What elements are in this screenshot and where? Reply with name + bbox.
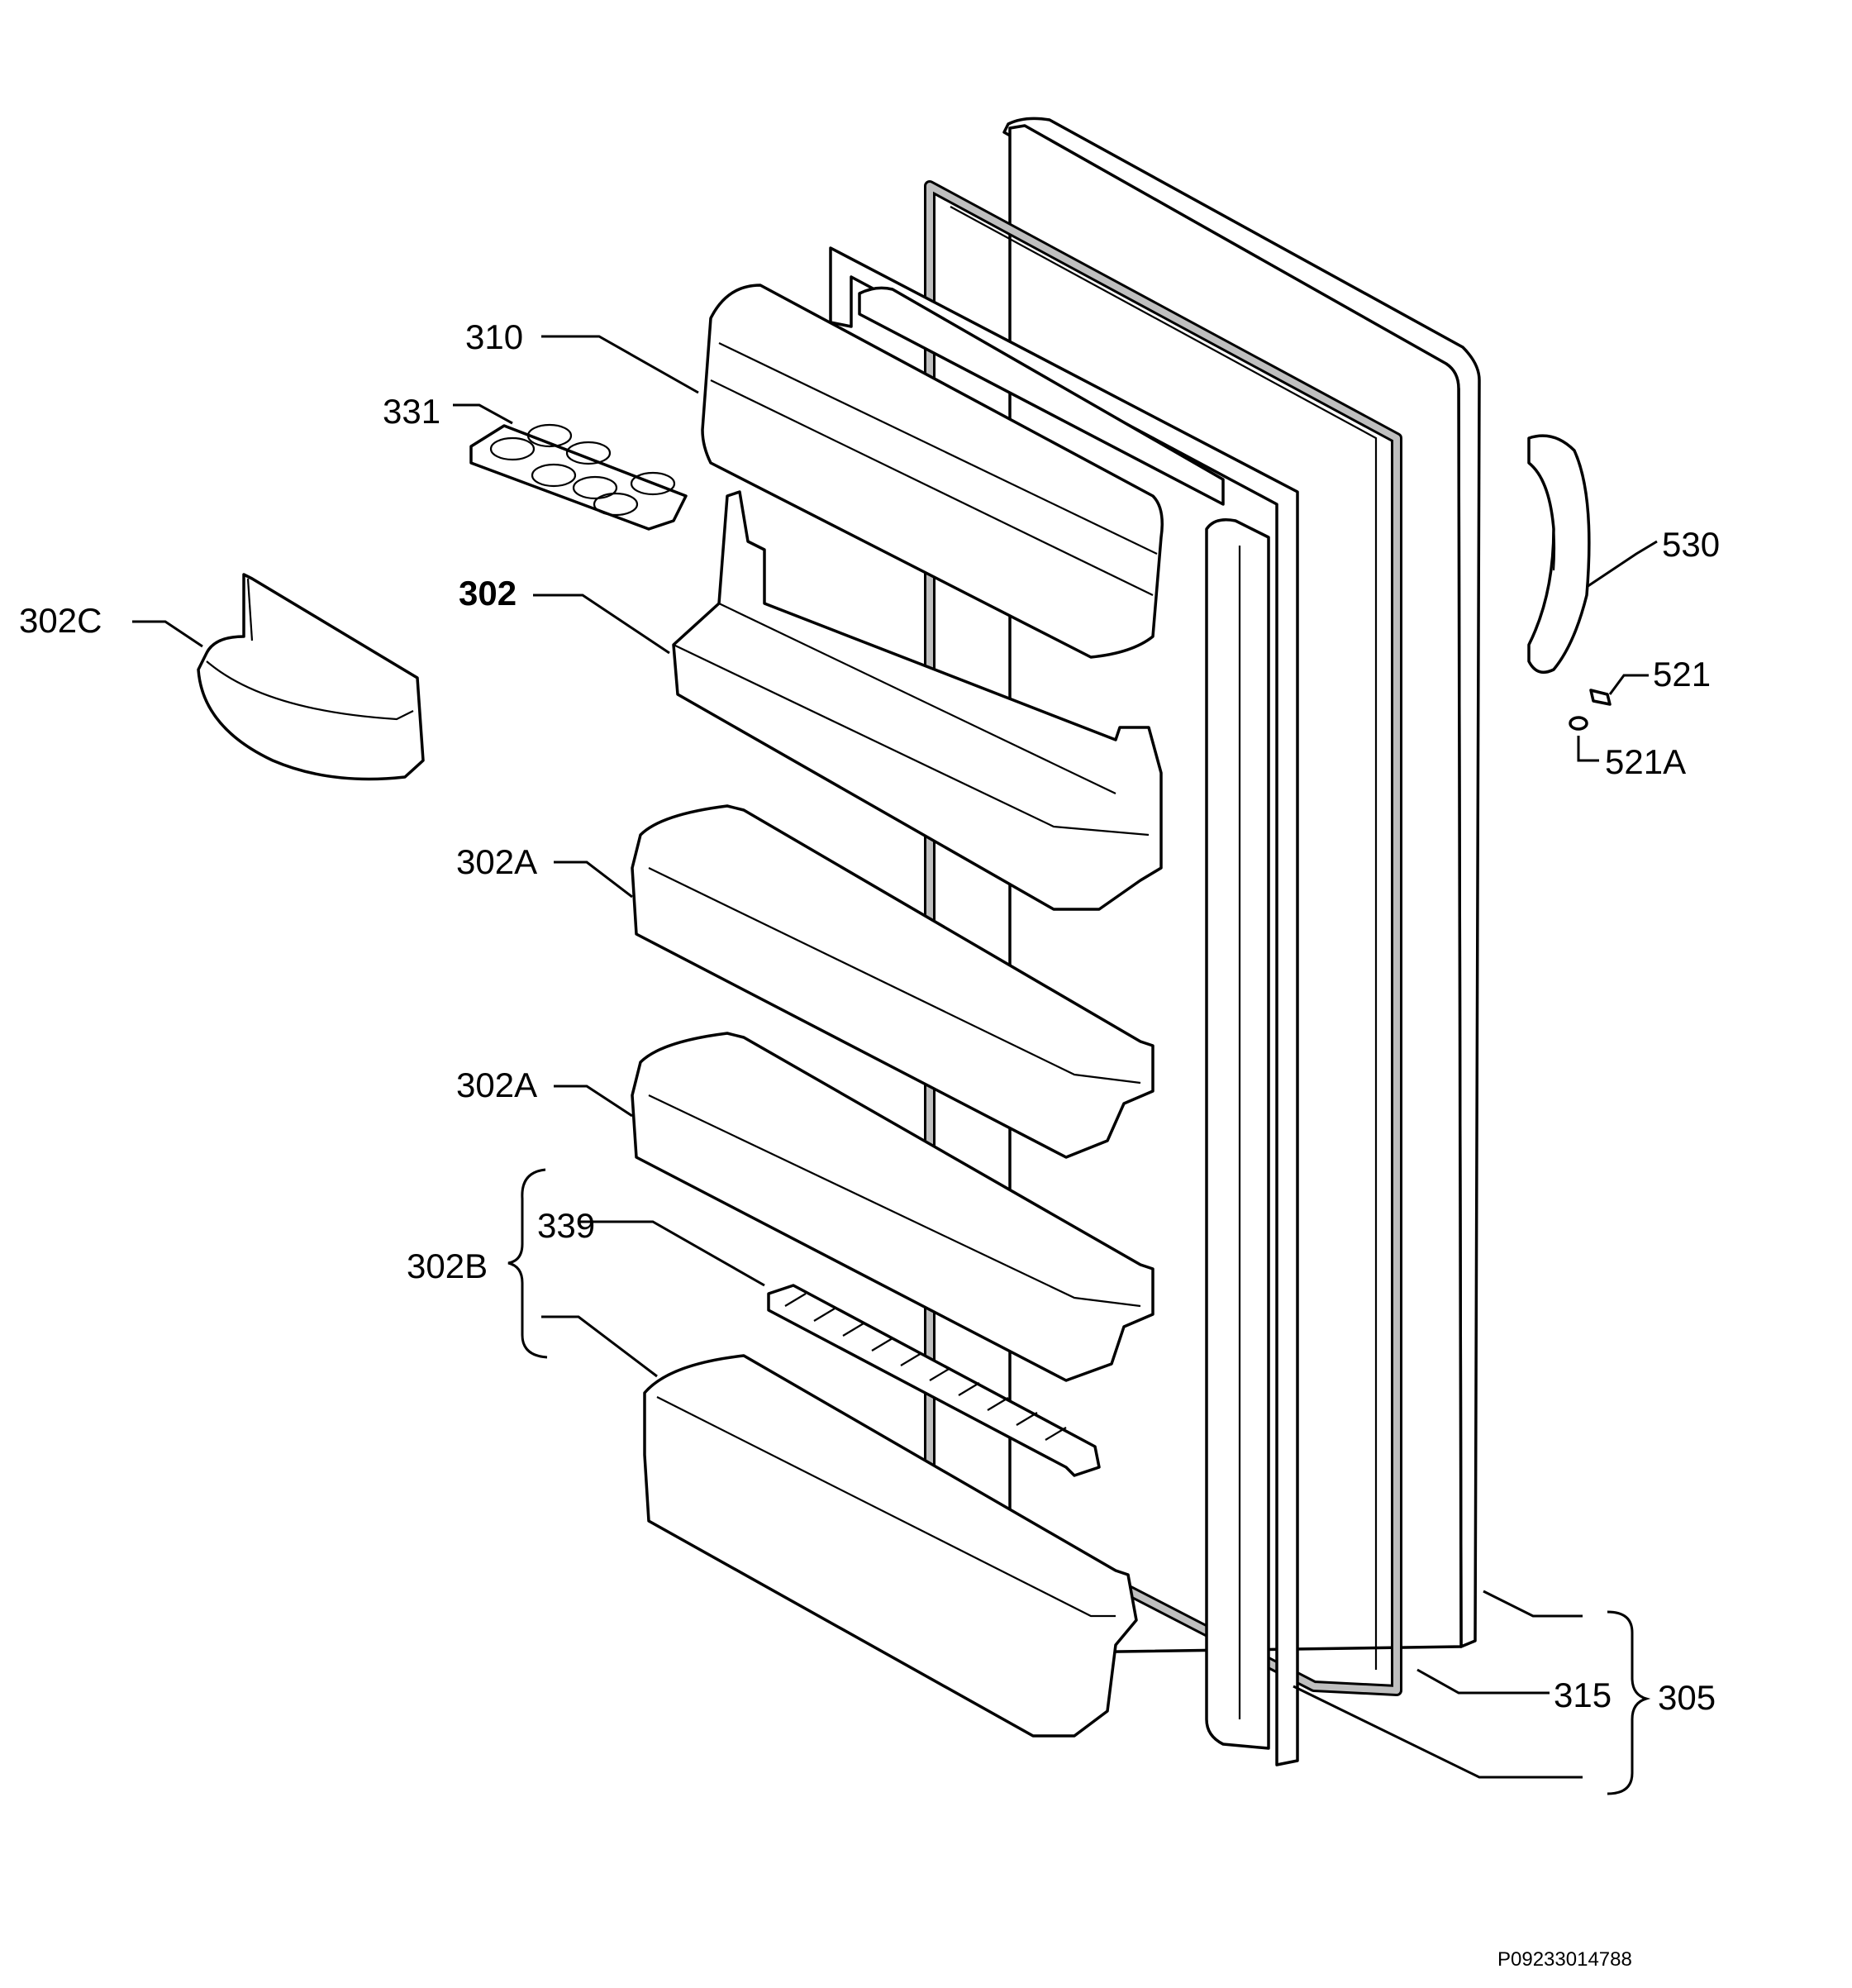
- label-310: 310: [465, 317, 524, 356]
- label-305: 305: [1658, 1678, 1716, 1717]
- dairy-compartment-cover: [701, 284, 1164, 659]
- door-shelf-bottom: [643, 1354, 1138, 1738]
- label-302b: 302B: [407, 1247, 488, 1285]
- screw: [1589, 689, 1612, 706]
- door-shelf-a-1: [631, 804, 1155, 1159]
- inner-door-liner: [829, 246, 1299, 1766]
- label-302: 302: [459, 574, 517, 613]
- label-530: 530: [1662, 525, 1721, 564]
- door-shelf-main: [672, 490, 1163, 911]
- washer: [1569, 716, 1588, 731]
- door-shelf-a-2: [631, 1032, 1155, 1382]
- leader-lines: [132, 335, 1658, 1795]
- label-302c: 302C: [19, 601, 102, 640]
- small-door-container: [197, 573, 425, 781]
- bottle-rack: [767, 1284, 1101, 1477]
- label-521a: 521A: [1605, 742, 1687, 781]
- egg-tray: [469, 423, 688, 531]
- reference-code: P09233014788: [1497, 1948, 1632, 1971]
- label-302a-lower: 302A: [456, 1066, 538, 1104]
- label-302a-upper: 302A: [456, 842, 538, 881]
- label-315: 315: [1554, 1676, 1612, 1714]
- label-331: 331: [383, 392, 441, 431]
- door-handle: [1527, 434, 1591, 675]
- label-521: 521: [1653, 655, 1712, 694]
- label-339: 339: [537, 1206, 596, 1245]
